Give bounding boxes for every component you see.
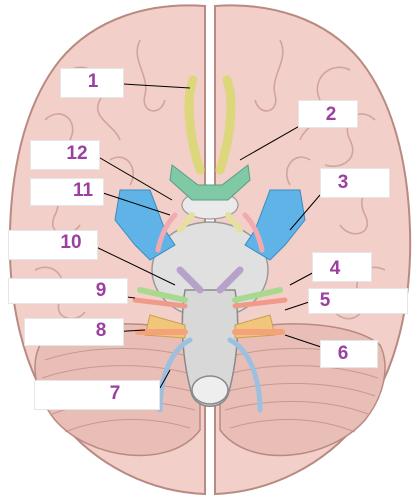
label-number-10: 10 [60,232,82,253]
optic-nerve [169,164,251,201]
accessory-nerve-right [232,287,283,303]
label-box-2 [298,100,358,128]
label-box-3 [320,168,390,198]
label-box-6 [320,340,378,368]
oculomotor-nerve-left [177,212,195,233]
trochlear-nerve-left [155,212,178,253]
label-number-3: 3 [337,172,349,193]
label-number-6: 6 [337,343,349,364]
label-box-10 [8,230,98,260]
trochlear-nerve-right [242,212,265,253]
label-number-4: 4 [329,258,341,279]
label-number-12: 12 [66,143,88,164]
label-number-1: 1 [87,71,99,92]
facial-nerve-right [232,297,288,309]
label-box-5 [308,288,408,314]
accessory-nerve-left [137,287,188,303]
vagus-nerve-right [227,337,263,413]
label-box-7 [34,380,160,410]
label-box-1 [60,68,124,98]
label-number-2: 2 [325,104,337,125]
facial-nerve-left [132,297,188,309]
abducens-nerve-right [216,266,244,294]
oculomotor-nerve-right [225,212,243,233]
label-box-4 [312,252,372,282]
olfactory-nerve-left [184,75,205,175]
vagus-nerve-left [157,337,193,413]
label-number-8: 8 [95,320,107,341]
olfactory-nerve-right [215,75,236,175]
label-box-11 [30,178,104,206]
label-number-5: 5 [319,290,331,311]
label-box-12 [30,140,100,170]
label-number-11: 11 [72,180,94,201]
label-number-9: 9 [95,280,107,301]
spinal-cord-section [191,375,229,405]
label-box-8 [24,318,124,346]
label-number-7: 7 [109,383,121,404]
label-box-9 [8,278,128,304]
abducens-nerve-left [176,266,204,294]
